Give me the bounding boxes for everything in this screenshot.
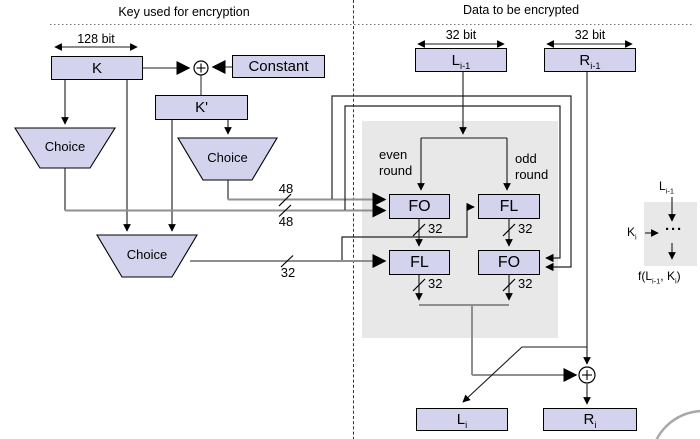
bus32-branch-line	[341, 202, 475, 260]
slash-32-fl-even	[412, 278, 426, 292]
round-function-panel	[362, 121, 558, 338]
slash-32-fl-odd	[502, 223, 516, 237]
lprev-box: Li-1	[415, 48, 507, 72]
slash-32-fo-odd	[502, 278, 516, 292]
corner-arc	[655, 409, 700, 439]
label-32-fo-odd: 32	[518, 276, 533, 291]
choice1-label: Choice	[44, 139, 86, 154]
slash-32-fo-even	[412, 223, 426, 237]
choice3-trapezoid	[96, 234, 198, 278]
fl-odd-box: FL	[478, 194, 540, 219]
fo-odd-box: FO	[478, 250, 540, 275]
section-title-key: Key used for encryption	[118, 5, 250, 19]
label-bus48-b: 48	[278, 214, 294, 229]
lout-box: Li	[416, 408, 508, 431]
slash-48b	[278, 204, 292, 217]
kprime-box: K'	[155, 95, 248, 120]
section-title-data: Data to be encrypted	[462, 3, 580, 17]
label-bus32-key: 32	[280, 265, 296, 280]
slash-32key	[280, 255, 294, 268]
rprev-box-label: Ri-1	[579, 51, 601, 71]
label-32bit-left: 32 bit	[445, 28, 477, 42]
key-box: K	[51, 56, 143, 80]
mini-dots: ···	[665, 221, 683, 238]
bus48-a-wrap-line	[331, 95, 572, 272]
fo-odd-label: FO	[497, 253, 521, 271]
kprime-box-label: K'	[195, 99, 208, 116]
rprev-box: Ri-1	[544, 48, 636, 72]
rout-box: Ri	[543, 408, 637, 431]
label-bus48-a: 48	[278, 181, 294, 196]
label-32bit-right: 32 bit	[574, 28, 606, 42]
fl-odd-label: FL	[499, 197, 519, 215]
even-round-label: even round	[379, 147, 413, 178]
slash-48a	[278, 193, 292, 207]
mini-f-label: f(Li-1, Ki)	[638, 269, 681, 286]
label-32-fl-odd: 32	[518, 221, 533, 236]
fo-even-box: FO	[389, 194, 450, 219]
key-box-label: K	[91, 59, 102, 77]
swap-to-lout-line	[462, 346, 587, 403]
mini-key-label: Ki	[627, 225, 637, 242]
fl-even-label: FL	[410, 253, 429, 271]
rout-box-label: Ri	[583, 411, 597, 430]
constant-box-label: Constant	[248, 58, 309, 75]
mini-lprev-label: Li-1	[659, 179, 674, 196]
bus48-b-wrap-line	[344, 105, 561, 263]
odd-round-label: odd round	[515, 151, 549, 182]
fo-even-label: FO	[408, 197, 431, 215]
choice3-label: Choice	[126, 247, 168, 262]
lprev-box-label: Li-1	[451, 51, 471, 71]
label-32-fl-even: 32	[428, 276, 443, 291]
lout-box-label: Li	[456, 411, 468, 430]
constant-box: Constant	[232, 55, 325, 78]
choice2-trapezoid	[177, 137, 278, 181]
label-128bit: 128 bit	[77, 32, 115, 46]
label-32-fo-even: 32	[428, 221, 443, 236]
fl-even-box: FL	[389, 250, 450, 275]
choice2-label: Choice	[207, 150, 248, 165]
choice1-trapezoid	[14, 127, 116, 169]
